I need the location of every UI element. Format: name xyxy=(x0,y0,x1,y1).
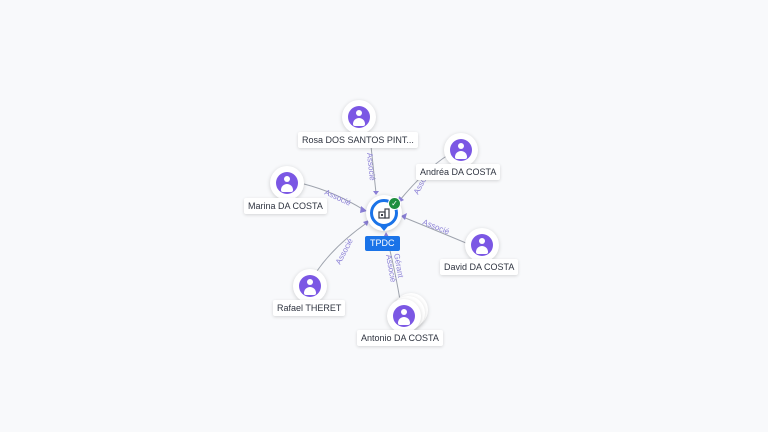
company-node[interactable] xyxy=(366,195,402,231)
person-label-rosa[interactable]: Rosa DOS SANTOS PINT... xyxy=(298,132,418,148)
check-icon: ✓ xyxy=(388,197,401,210)
edge-rafael xyxy=(316,221,369,272)
person-label-david[interactable]: David DA COSTA xyxy=(440,259,519,275)
edge-label-rafael: Associé xyxy=(334,236,355,265)
person-label-andrea[interactable]: Andréa DA COSTA xyxy=(416,164,501,180)
person-node-andrea[interactable] xyxy=(444,133,478,167)
person-node-david[interactable] xyxy=(465,228,499,262)
person-node-rosa[interactable] xyxy=(342,100,376,134)
person-icon xyxy=(471,234,493,256)
edge-label-antonio-role2: Gérant xyxy=(392,253,405,279)
person-node-marina[interactable] xyxy=(270,166,304,200)
person-icon xyxy=(393,305,415,327)
company-pin xyxy=(379,225,389,231)
company-label[interactable]: TPDC xyxy=(365,236,400,251)
edge-rosa xyxy=(370,145,377,194)
edge-label-rosa: Associé xyxy=(365,152,377,181)
company-ring xyxy=(370,199,398,227)
edge-rosa-arrow xyxy=(373,191,379,195)
person-label-rafael[interactable]: Rafael THERET xyxy=(273,300,346,316)
person-label-antonio[interactable]: Antonio DA COSTA xyxy=(357,330,443,346)
edge-label-marina: Associé xyxy=(323,188,353,208)
person-icon xyxy=(348,106,370,128)
person-label-marina[interactable]: Marina DA COSTA xyxy=(244,198,327,214)
edge-marina-arrow xyxy=(360,206,367,213)
person-icon xyxy=(276,172,298,194)
person-node-rafael[interactable] xyxy=(293,269,327,303)
person-icon xyxy=(450,139,472,161)
person-node-antonio[interactable] xyxy=(387,299,421,333)
building-icon xyxy=(378,207,390,219)
edge-david xyxy=(402,216,467,244)
person-icon xyxy=(299,275,321,297)
edge-marina xyxy=(303,183,365,211)
edge-label-david: Associé xyxy=(421,218,451,237)
edge-david-arrow xyxy=(401,213,407,220)
